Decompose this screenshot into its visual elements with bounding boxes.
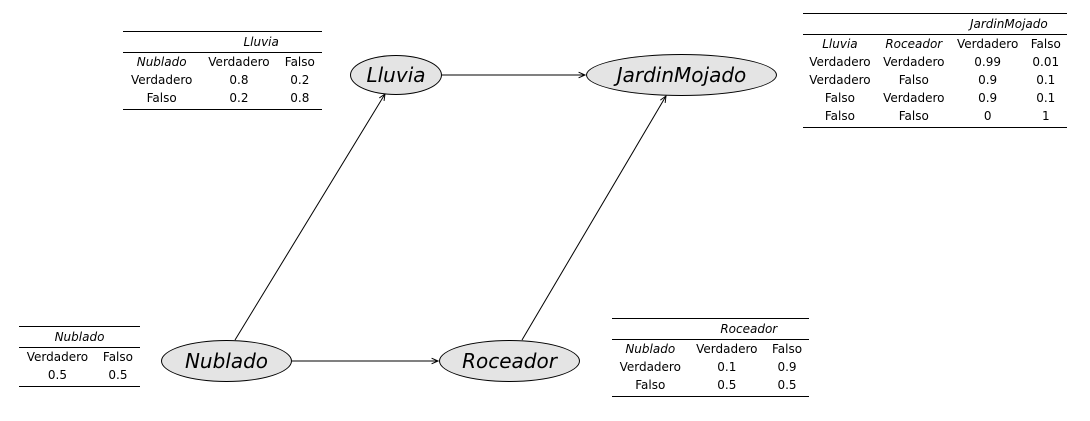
table-cell: 0.2 [200, 89, 278, 110]
table-row: Falso 0.5 0.5 [612, 376, 809, 397]
cpt-jardin-parent: Lluvia [822, 37, 858, 51]
cpt-nublado-title: Nublado [19, 326, 140, 348]
cpt-jardin-parent-spacer [803, 13, 951, 35]
table-cell: 0.5 [765, 376, 809, 397]
cpt-lluvia-state: Verdadero [208, 55, 270, 69]
table-row: Falso Falso 0 1 [803, 107, 1067, 128]
cpt-roceador: Roceador Nublado Verdadero Falso Verdade… [612, 318, 809, 397]
edge-nublado-lluvia [234, 94, 385, 341]
edge-roceador-jardin [521, 96, 666, 341]
table-row: Verdadero 0.8 0.2 [123, 71, 322, 89]
cpt-jardin-parent: Roceador [885, 37, 943, 51]
cpt-nublado-state: Falso [102, 350, 133, 364]
table-cell: 0 [950, 107, 1025, 128]
cpt-jardin-state: Verdadero [956, 37, 1019, 51]
cpt-jardin-mojado: JardinMojado Lluvia Roceador Verdadero F… [803, 13, 1067, 128]
table-cell: Falso [898, 73, 929, 87]
table-row: Falso Verdadero 0.9 0.1 [803, 89, 1067, 107]
table-cell: Verdadero [809, 55, 871, 69]
table-cell: Verdadero [619, 360, 681, 374]
cpt-roceador-state: Falso [771, 342, 803, 356]
table-cell: 0.8 [277, 89, 322, 110]
table-cell: 0.1 [1036, 73, 1056, 87]
table-row: Verdadero Falso 0.9 0.1 [803, 71, 1067, 89]
cpt-roceador-parent: Nublado [625, 342, 676, 356]
table-cell: 0.9 [978, 91, 998, 105]
cpt-nublado: Nublado Verdadero Falso 0.5 0.5 [19, 326, 140, 387]
table-cell: 0.2 [290, 73, 310, 87]
table-cell: Falso [824, 91, 855, 105]
table-row: 0.5 0.5 [19, 366, 140, 387]
table-cell: 0.01 [1032, 55, 1060, 69]
node-roceador: Roceador [439, 340, 580, 382]
table-cell: Falso [803, 107, 877, 128]
table-cell: Falso [876, 107, 951, 128]
table-cell: 0.5 [95, 366, 140, 387]
cpt-lluvia-parent-spacer [123, 31, 201, 53]
table-cell: Falso [123, 89, 201, 110]
table-cell: Verdadero [883, 91, 945, 105]
table-cell: 0.8 [229, 73, 249, 87]
table-cell: Falso [612, 376, 689, 397]
table-row: Verdadero 0.1 0.9 [612, 358, 809, 376]
cpt-roceador-state: Verdadero [696, 342, 758, 356]
table-cell: Verdadero [130, 73, 193, 87]
cpt-lluvia-state: Falso [284, 55, 315, 69]
table-cell: 0.9 [978, 73, 998, 87]
cpt-lluvia-parent: Nublado [136, 55, 187, 69]
table-cell: Verdadero [809, 73, 871, 87]
table-row: Verdadero Verdadero 0.99 0.01 [803, 53, 1067, 71]
cpt-lluvia: Lluvia Nublado Verdadero Falso Verdadero… [123, 31, 322, 110]
node-lluvia: Lluvia [350, 55, 442, 95]
node-jardin-mojado: JardinMojado [586, 54, 777, 96]
cpt-jardin-state: Falso [1030, 37, 1061, 51]
table-cell: Verdadero [883, 55, 945, 69]
table-cell: 0.1 [1036, 91, 1056, 105]
cpt-jardin-title: JardinMojado [950, 13, 1067, 35]
table-row: Falso 0.2 0.8 [123, 89, 322, 110]
node-nublado: Nublado [161, 340, 292, 382]
table-cell: 0.5 [19, 366, 96, 387]
cpt-roceador-parent-spacer [612, 318, 689, 340]
table-cell: 0.99 [974, 55, 1001, 69]
cpt-nublado-state: Verdadero [26, 350, 89, 364]
cpt-lluvia-title: Lluvia [200, 31, 322, 53]
table-cell: 1 [1024, 107, 1067, 128]
table-cell: 0.9 [777, 360, 797, 374]
table-cell: 0.1 [717, 360, 737, 374]
cpt-roceador-title: Roceador [688, 318, 809, 340]
table-cell: 0.5 [688, 376, 766, 397]
